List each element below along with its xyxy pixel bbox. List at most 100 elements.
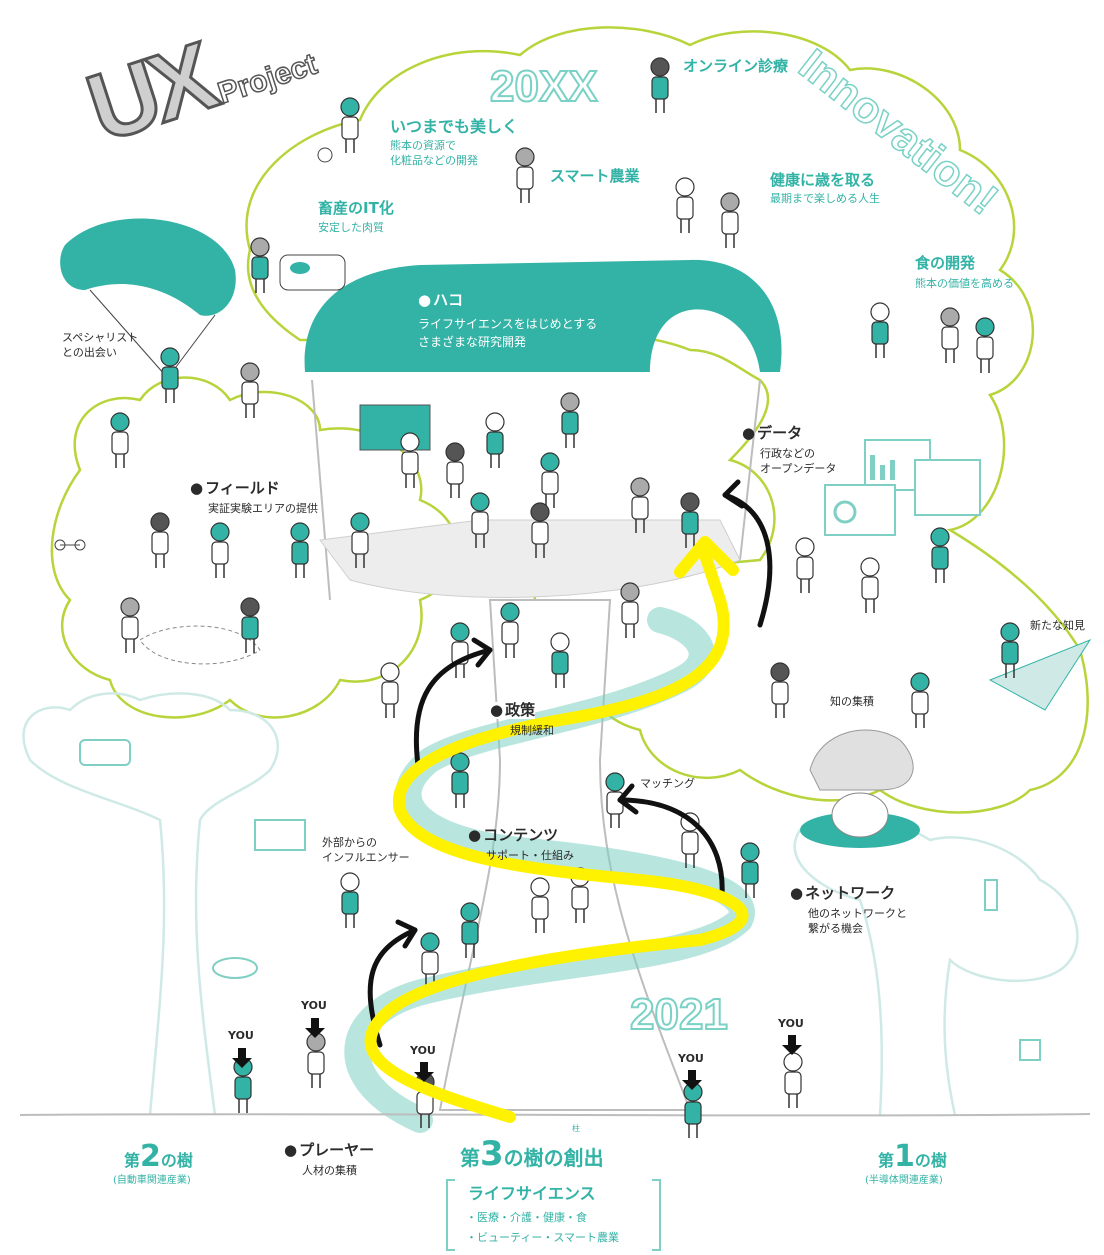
- livestock-title: 畜産のIT化: [318, 199, 394, 217]
- hako-title: ハコ: [418, 291, 463, 309]
- you-label-5: YOU: [778, 1017, 804, 1030]
- drone: [54, 539, 86, 551]
- player-sub: 人材の集積: [302, 1164, 357, 1177]
- yellow-arrowhead: [674, 536, 739, 578]
- paper-plane: [988, 638, 1092, 711]
- person-figure: [930, 527, 950, 583]
- arrow-2: [413, 647, 493, 768]
- data-sub-1: 行政などの: [760, 447, 815, 460]
- person-figure: [450, 622, 470, 678]
- livestock-sub: 安定した肉質: [318, 221, 384, 234]
- car-icon: [212, 957, 258, 979]
- person-figure: [500, 602, 520, 658]
- arrow-heads: [395, 479, 745, 949]
- beauty-sub-2: 化粧品などの開発: [390, 154, 478, 167]
- beauty-mirror: [317, 147, 333, 163]
- matching-label: マッチング: [640, 777, 695, 790]
- smart-farming: スマート農業: [550, 167, 640, 185]
- person-figure: [720, 192, 740, 248]
- first-tree-a: 第: [878, 1151, 895, 1170]
- present-year: 2021: [629, 989, 729, 1040]
- person-figure: [675, 177, 695, 233]
- data-sub-2: オープンデータ: [760, 462, 837, 475]
- you-arrows: [232, 1018, 802, 1090]
- network-sub-1: 他のネットワークと: [808, 907, 907, 920]
- contents-title: コンテンツ: [468, 826, 558, 844]
- field-title: フィールド: [190, 479, 280, 497]
- beauty-title: いつまでも美しく: [390, 117, 519, 136]
- person-figure: [240, 597, 260, 653]
- field-farm: [139, 625, 261, 665]
- life-science-title: ライフサイエンス: [468, 1184, 596, 1203]
- person-figure: [470, 492, 490, 548]
- first-tree-num: 1: [894, 1139, 915, 1174]
- person-figure: [240, 362, 260, 418]
- person-figure: [160, 347, 180, 403]
- person-figure: [445, 442, 465, 498]
- ground-line: [19, 1113, 1091, 1117]
- logo-sub: Project: [213, 47, 322, 111]
- hako-roof: [304, 259, 782, 372]
- person-figure: [450, 752, 470, 808]
- person-figure: [350, 512, 370, 568]
- person-figure: [770, 662, 790, 718]
- person-figure: [340, 872, 360, 928]
- person-figure: [250, 237, 270, 293]
- person-figure: [1000, 622, 1020, 678]
- person-figure: [340, 97, 360, 153]
- person-figure: [783, 1052, 803, 1108]
- person-figure: [650, 57, 670, 113]
- person-figure: [530, 877, 550, 933]
- third-tree-a: 第: [460, 1146, 480, 1170]
- person-figure: [290, 522, 310, 578]
- first-tree-label: 第1の樹: [878, 1139, 947, 1175]
- person-figure: [110, 412, 130, 468]
- person-figure: [485, 412, 505, 468]
- third-tree-label: 第3の樹の創出: [460, 1134, 604, 1174]
- field-cloud-outline: [50, 376, 459, 719]
- second-tree-num: 2: [140, 1139, 161, 1174]
- first-tree-b: の樹: [914, 1151, 947, 1170]
- parachute: [60, 218, 236, 316]
- hako-sub-2: さまざまな研究開発: [418, 335, 527, 349]
- second-tree-b: の樹: [160, 1151, 193, 1170]
- person-figure: [515, 147, 535, 203]
- person-figure: [460, 902, 480, 958]
- second-tree-a: 第: [124, 1151, 141, 1170]
- you-label-3: YOU: [410, 1044, 436, 1057]
- person-figure: [870, 302, 890, 358]
- person-figure: [306, 1032, 326, 1088]
- life-bracket: [446, 1179, 661, 1251]
- person-figure: [975, 317, 995, 373]
- person-figure: [530, 502, 550, 558]
- online-clinic: オンライン診療: [683, 57, 789, 75]
- yellow-journey-line: [364, 549, 749, 1123]
- player-title: プレーヤー: [284, 1141, 374, 1159]
- person-figure: [420, 932, 440, 988]
- arrow-3: [617, 797, 725, 898]
- third-tree-ruby: 柱: [572, 1124, 580, 1133]
- specialist-line-2: との出会い: [62, 346, 117, 359]
- specialist-line-1: スペシャリスト: [62, 331, 139, 344]
- lab-floor: [319, 519, 741, 598]
- person-figure: [740, 842, 760, 898]
- field-sub: 実証実験エリアの提供: [208, 502, 318, 515]
- future-year: 20XX: [489, 61, 599, 112]
- person-figure: [210, 522, 230, 578]
- new-knowledge: 新たな知見: [1030, 619, 1085, 632]
- policy-title: 政策: [490, 701, 536, 720]
- food-sub: 熊本の価値を高める: [915, 277, 1014, 290]
- person-figure: [540, 452, 560, 508]
- person-figure: [380, 662, 400, 718]
- you-label-4: YOU: [678, 1052, 704, 1065]
- person-figure: [630, 477, 650, 533]
- beauty-sub-1: 熊本の資源で: [390, 139, 456, 152]
- policy-sub: 規制緩和: [510, 724, 554, 737]
- influencer-line-2: インフルエンサー: [322, 851, 410, 864]
- person-figure: [680, 492, 700, 548]
- third-tree-b: の樹の創出: [503, 1146, 604, 1170]
- knowledge-pile: [809, 729, 914, 791]
- usb-icon: [984, 879, 998, 911]
- bus-icon: [79, 739, 131, 766]
- second-tree: [22, 692, 280, 1116]
